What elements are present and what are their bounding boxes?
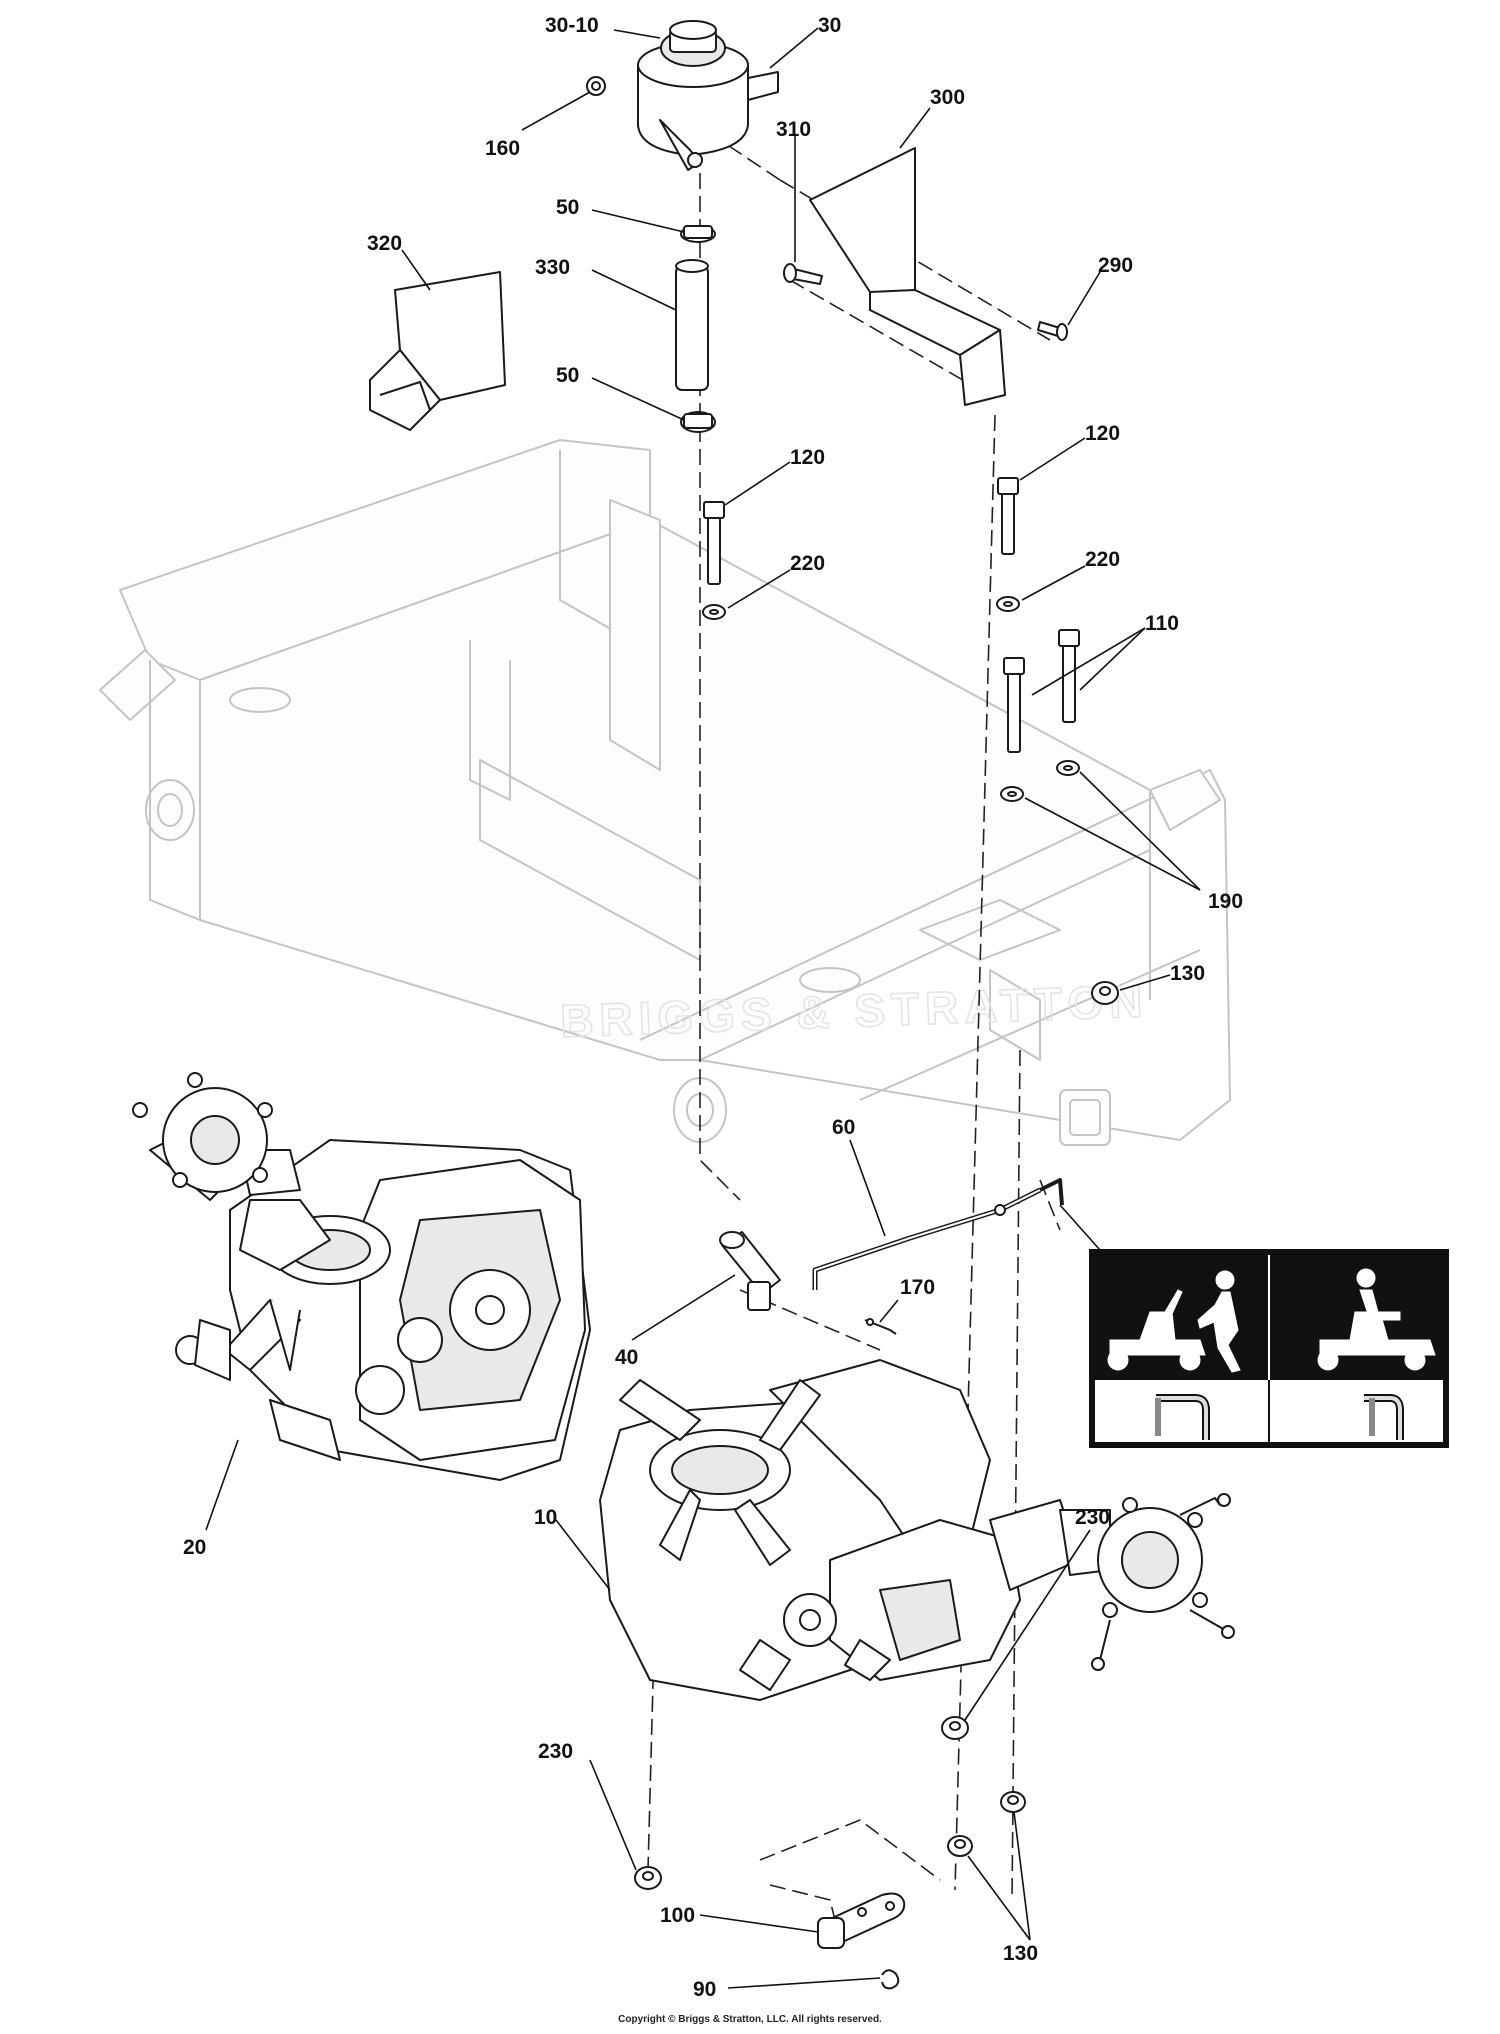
callout-labels: 30-10 30 160 300 310 50 320 330 290 50 1… bbox=[183, 14, 1243, 2001]
callout-30: 30 bbox=[818, 14, 841, 37]
reservoir-30 bbox=[637, 20, 779, 171]
washer-220-right bbox=[996, 596, 1020, 612]
bypass-rod-60 bbox=[812, 1178, 1064, 1290]
bracket-300 bbox=[809, 147, 1006, 406]
callout-130-bottom: 130 bbox=[1003, 1942, 1038, 1965]
clamp-50-bottom bbox=[680, 411, 716, 433]
callout-160: 160 bbox=[485, 137, 520, 160]
callout-300: 300 bbox=[930, 86, 965, 109]
callout-50-bottom: 50 bbox=[556, 364, 579, 387]
callout-290: 290 bbox=[1098, 254, 1133, 277]
bolt-120-right bbox=[997, 477, 1019, 555]
callout-20: 20 bbox=[183, 1536, 206, 1559]
callout-230-right: 230 bbox=[1075, 1506, 1110, 1529]
callout-110: 110 bbox=[1145, 612, 1179, 635]
bolt-310 bbox=[783, 263, 823, 285]
hose-330 bbox=[675, 259, 709, 391]
callout-220-right: 220 bbox=[1085, 548, 1120, 571]
clip-90 bbox=[881, 1969, 900, 1990]
transaxle-20 bbox=[132, 1072, 591, 1481]
arm-100 bbox=[817, 1892, 906, 1949]
lever-push-position-icon bbox=[1155, 1394, 1210, 1440]
clip-170 bbox=[864, 1318, 897, 1335]
push-mode-icon bbox=[1107, 1270, 1241, 1373]
callout-170: 170 bbox=[900, 1276, 935, 1299]
clamp-50-top bbox=[680, 225, 716, 243]
callout-320: 320 bbox=[367, 232, 402, 255]
callout-120-left: 120 bbox=[790, 446, 825, 469]
nut-230-right bbox=[941, 1716, 969, 1740]
nut-130-top bbox=[1091, 981, 1119, 1005]
callout-230-left: 230 bbox=[538, 1740, 573, 1763]
callout-10: 10 bbox=[534, 1506, 557, 1529]
washer-220-left bbox=[702, 604, 726, 620]
nut-160 bbox=[586, 76, 606, 96]
washer-190-left bbox=[1000, 786, 1024, 802]
transaxle-10 bbox=[599, 1359, 1235, 1701]
callout-90: 90 bbox=[693, 1978, 716, 2001]
callout-130-top: 130 bbox=[1170, 962, 1205, 985]
ride-mode-icon bbox=[1317, 1268, 1436, 1371]
bolt-110-right bbox=[1058, 629, 1080, 723]
callout-30-10: 30-10 bbox=[545, 14, 599, 37]
callout-310: 310 bbox=[776, 118, 811, 141]
copyright-notice: Copyright © Briggs & Stratton, LLC. All … bbox=[618, 2014, 882, 2025]
bolt-110-left bbox=[1003, 657, 1025, 753]
washer-190-right bbox=[1056, 760, 1080, 776]
leader-lines bbox=[205, 27, 1201, 1989]
callout-120-right: 120 bbox=[1085, 422, 1120, 445]
callout-100: 100 bbox=[660, 1904, 695, 1927]
nut-130-lower-left bbox=[947, 1835, 973, 1857]
callout-60: 60 bbox=[832, 1116, 855, 1139]
callout-330: 330 bbox=[535, 256, 570, 279]
callout-190: 190 bbox=[1208, 890, 1243, 913]
bolt-290 bbox=[1037, 321, 1068, 341]
lever-ride-position-icon bbox=[1364, 1394, 1404, 1440]
bolt-120-left bbox=[703, 501, 725, 585]
callout-50-top: 50 bbox=[556, 196, 579, 219]
mower-frame: BRIGGS & STRATTON bbox=[99, 439, 1231, 1146]
fitting-40 bbox=[719, 1231, 781, 1311]
bypass-inset bbox=[1059, 1204, 1449, 1448]
bracket-320 bbox=[369, 271, 506, 431]
nut-230-left bbox=[634, 1866, 662, 1890]
callout-220-left: 220 bbox=[790, 552, 825, 575]
callout-40: 40 bbox=[615, 1346, 638, 1369]
nut-130-lower-right bbox=[1000, 1791, 1026, 1813]
